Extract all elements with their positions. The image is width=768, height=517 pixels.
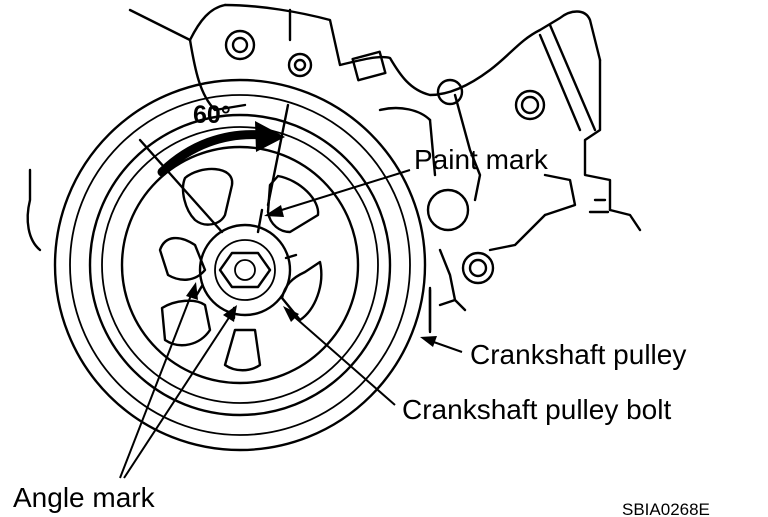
crankshaft-pulley-label: Crankshaft pulley <box>470 339 686 370</box>
rotation-arrow <box>157 121 285 177</box>
leader-lines <box>119 169 463 479</box>
paint-mark-label: Paint mark <box>414 144 549 175</box>
angle-mark-label: Angle mark <box>13 482 156 513</box>
figure-code-label: SBIA0268E <box>622 500 710 517</box>
crankshaft-pulley <box>53 78 432 452</box>
crankshaft-pulley-bolt-label: Crankshaft pulley bolt <box>402 394 671 425</box>
angle-degree-label: 60° <box>193 101 231 129</box>
engine-front-cover <box>26 3 642 332</box>
